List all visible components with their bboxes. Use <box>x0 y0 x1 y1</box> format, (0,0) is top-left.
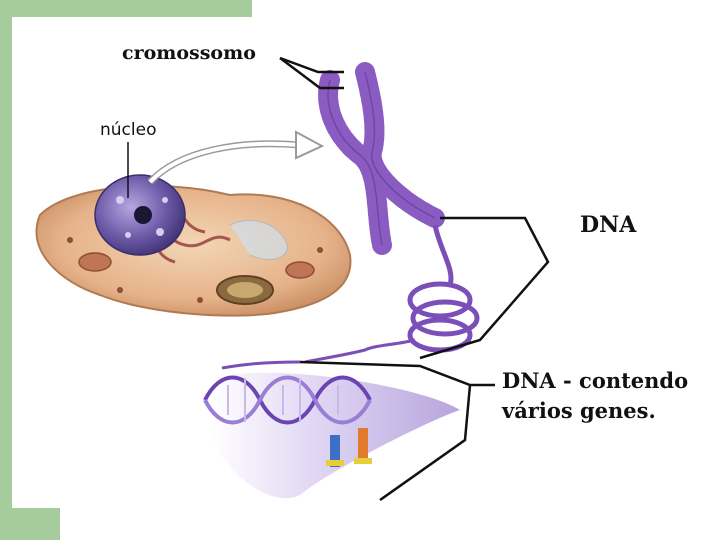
label-chromosome: cromossomo <box>122 42 256 64</box>
label-dna-genes-line2: vários genes. <box>502 398 656 423</box>
cell-illustration <box>36 186 350 316</box>
nucleus-illustration <box>95 175 185 255</box>
arrow-icon <box>150 132 322 182</box>
dna-helix-illustration <box>205 362 460 498</box>
chromosome-illustration <box>328 72 435 245</box>
label-dna: DNA <box>580 212 636 238</box>
label-dna-genes-line1: DNA - contendo <box>502 368 688 393</box>
label-nucleus: núcleo <box>100 120 156 140</box>
